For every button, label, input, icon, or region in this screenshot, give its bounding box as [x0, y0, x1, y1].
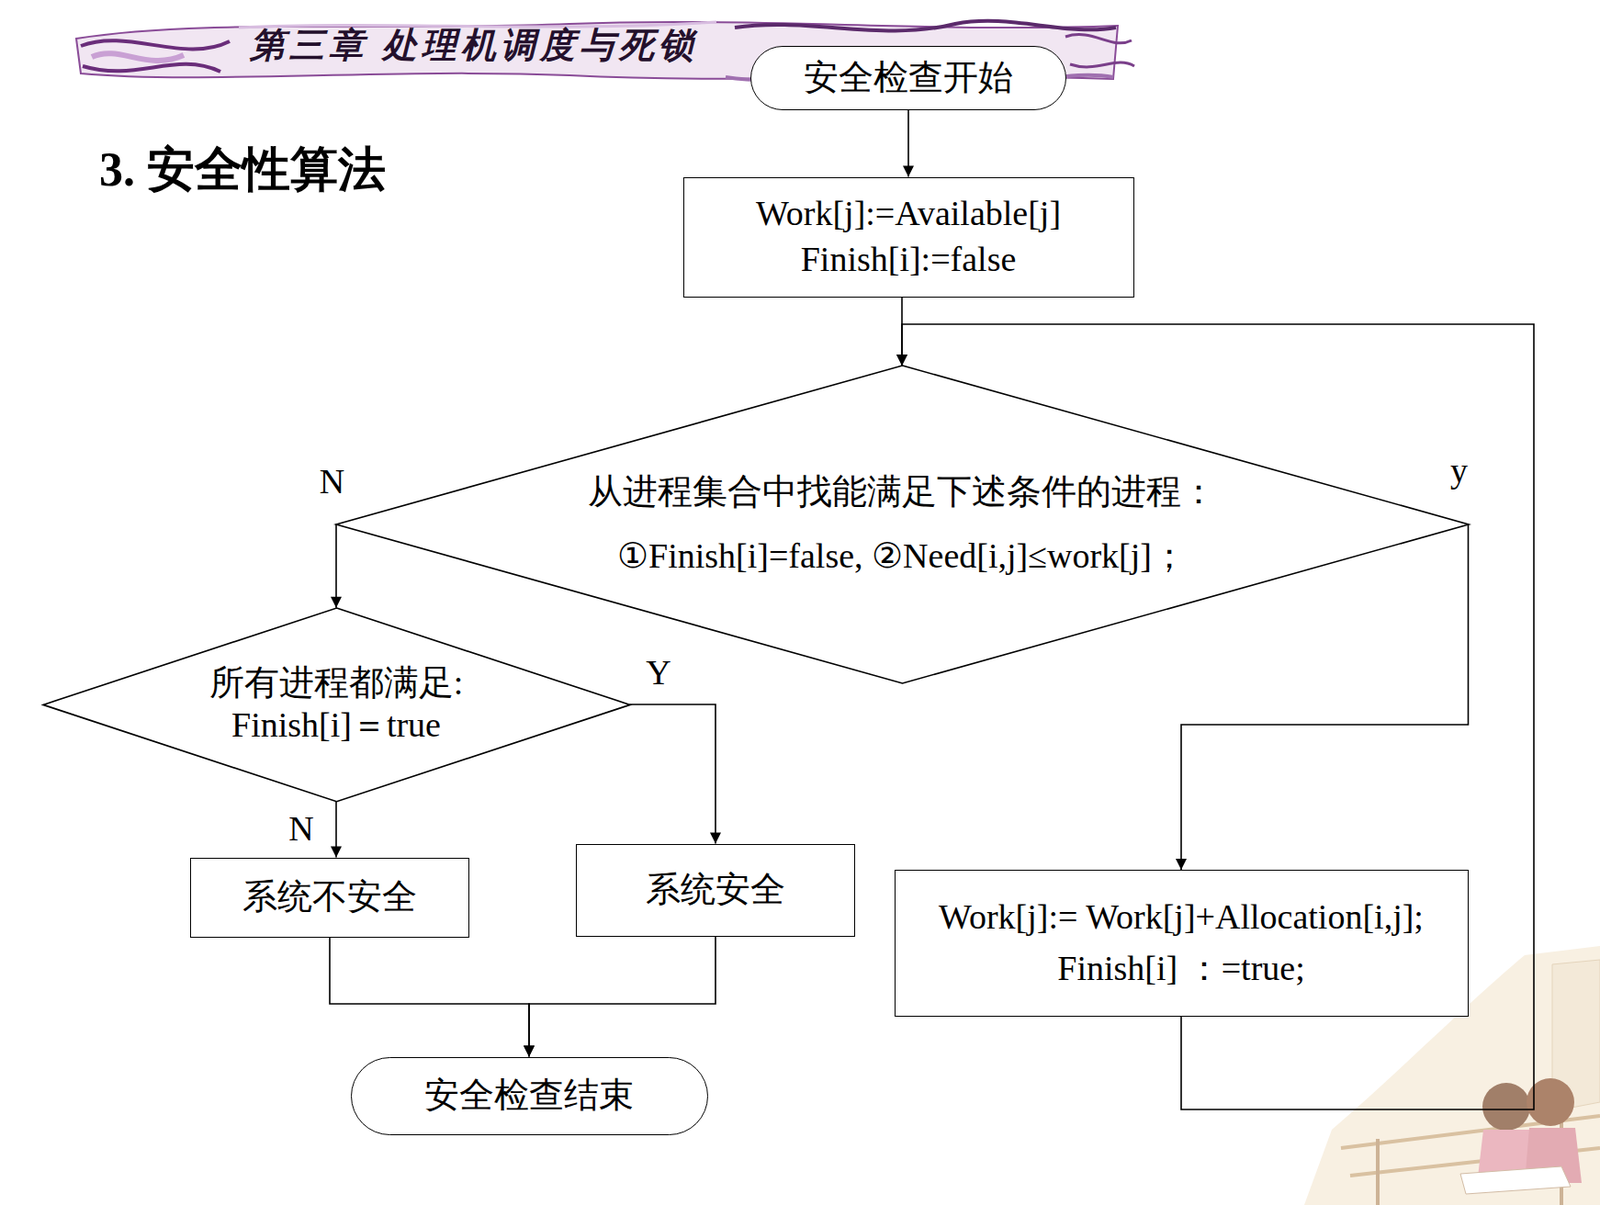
text-group: 安全检查开始 — [803, 57, 1014, 99]
node-text: 安全检查开始 — [803, 57, 1014, 99]
flow-arrow — [529, 936, 716, 1058]
flow-arrow — [907, 110, 910, 178]
flow-arrow — [901, 324, 1534, 1110]
end-terminal: 安全检查结束 — [350, 1057, 709, 1136]
diamond-shape — [43, 608, 631, 802]
flow-arrow — [1181, 524, 1469, 870]
diamond-outline — [43, 608, 631, 802]
chapter-header: 第三章 处理机调度与死锁 — [249, 22, 699, 69]
chapter-banner — [76, 21, 1135, 84]
process-box: Work[j]:=Available[j]Finish[i]:=false — [683, 177, 1135, 298]
text-group: Work[j]:=Available[j]Finish[i]:=false — [755, 193, 1061, 280]
text-group: 从进程集合中找能满足下述条件的进程： ①Finish[i]=false, ②Nee… — [587, 472, 1217, 576]
node-text: 从进程集合中找能满足下述条件的进程： — [587, 472, 1217, 513]
node-text: Finish[i]:=false — [800, 239, 1017, 281]
flow-arrow — [335, 524, 338, 609]
decision-diamond: 从进程集合中找能满足下述条件的进程： ①Finish[i]=false, ②Nee… — [336, 365, 1469, 684]
diamond-outline — [336, 365, 1469, 684]
node-text: Finish[i]＝true — [231, 705, 441, 746]
flow-arrow — [335, 800, 338, 857]
result-box: 系统安全 — [575, 844, 856, 937]
start-terminal: 安全检查开始 — [750, 45, 1067, 111]
branch-label: N — [316, 463, 348, 501]
decision-diamond: 所有进程都满足:Finish[i]＝true — [43, 608, 631, 802]
node-text: Finish[i] ：=true; — [1057, 948, 1305, 990]
process-box: Work[j]:= Work[j]+Allocation[i,j]; Finish… — [894, 869, 1469, 1017]
branch-label: N — [285, 811, 316, 848]
text-group: 系统不安全 — [242, 877, 417, 918]
node-text: 所有进程都满足: — [209, 663, 464, 704]
node-text: 安全检查结束 — [424, 1075, 634, 1116]
branch-label: Y — [642, 654, 674, 692]
result-box: 系统不安全 — [190, 857, 470, 938]
node-text: 系统不安全 — [242, 877, 417, 918]
node-text: 系统安全 — [645, 869, 786, 911]
text-group: 所有进程都满足:Finish[i]＝true — [209, 663, 464, 745]
classroom-illustration — [1304, 946, 1600, 1205]
branch-label: y — [1447, 452, 1471, 490]
node-text: Work[j]:=Available[j] — [755, 193, 1061, 235]
text-group: 系统安全 — [645, 869, 786, 911]
node-text: Work[j]:= Work[j]+Allocation[i,j]; — [938, 897, 1424, 938]
diamond-shape — [336, 365, 1469, 684]
node-text: ①Finish[i]=false, ②Need[i,j]≤work[j]； — [617, 536, 1187, 577]
flow-arrow — [329, 937, 530, 1058]
text-group: 安全检查结束 — [424, 1075, 634, 1116]
text-group: Work[j]:= Work[j]+Allocation[i,j]; Finish… — [938, 897, 1424, 989]
flow-arrow — [630, 704, 717, 845]
slide-title: 3. 安全性算法 — [99, 137, 386, 203]
